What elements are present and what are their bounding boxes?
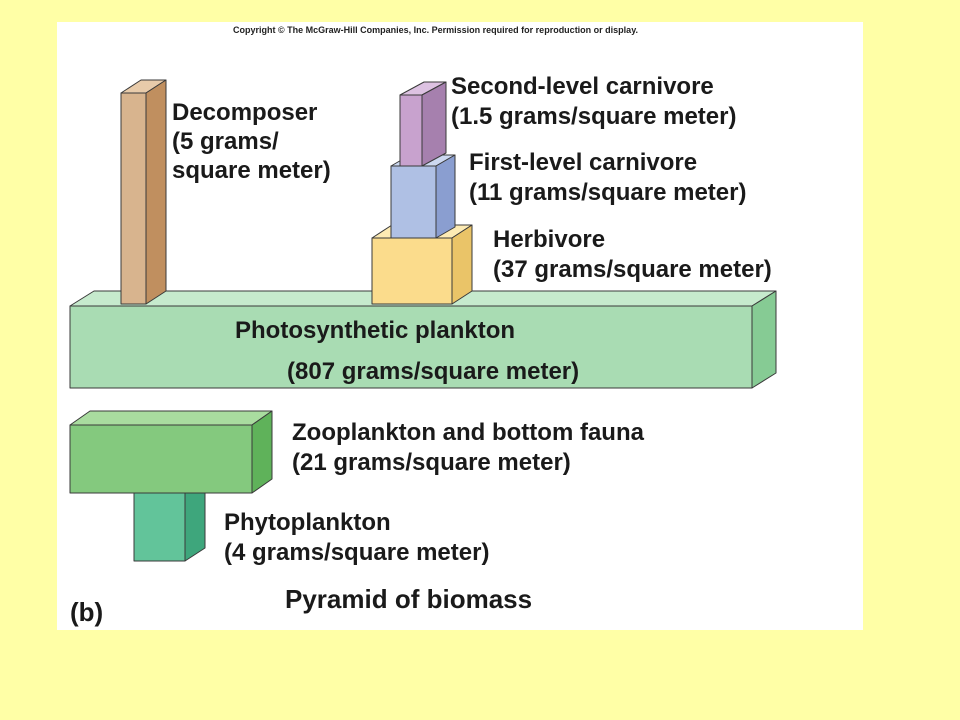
herbivore-label: Herbivore (37 grams/square meter) [493, 226, 772, 283]
decomposer-label: Decomposer (5 grams/ square meter) [172, 99, 331, 184]
first-carnivore-block [390, 154, 456, 239]
copyright-notice: Copyright © The McGraw-Hill Companies, I… [233, 25, 639, 35]
decomposer-front [120, 92, 147, 305]
second-carnivore-label: Second-level carnivore (1.5 grams/square… [451, 73, 736, 130]
phytoplankton-block [133, 479, 206, 562]
photosynthetic-plankton-front [69, 305, 753, 389]
photosynthetic-plankton-block [69, 290, 777, 389]
photosynthetic-plankton-label: Photosynthetic plankton (807 grams/squar… [235, 317, 579, 385]
phytoplankton-label: Phytoplankton (4 grams/square meter) [224, 509, 489, 566]
second-carnivore-front [399, 94, 423, 167]
first-carnivore-front [390, 165, 437, 239]
diagram-title: Pyramid of biomass [285, 584, 532, 614]
decomposer-block [120, 79, 167, 305]
zooplankton-front [69, 424, 253, 494]
panel-letter: (b) [70, 597, 103, 627]
zooplankton-label: Zooplankton and bottom fauna (21 grams/s… [292, 419, 651, 476]
phytoplankton-front [133, 492, 186, 562]
herbivore-front [371, 237, 453, 305]
first-carnivore-label: First-level carnivore (11 grams/square m… [469, 149, 746, 206]
zooplankton-block [69, 410, 273, 494]
second-carnivore-block [399, 81, 447, 167]
